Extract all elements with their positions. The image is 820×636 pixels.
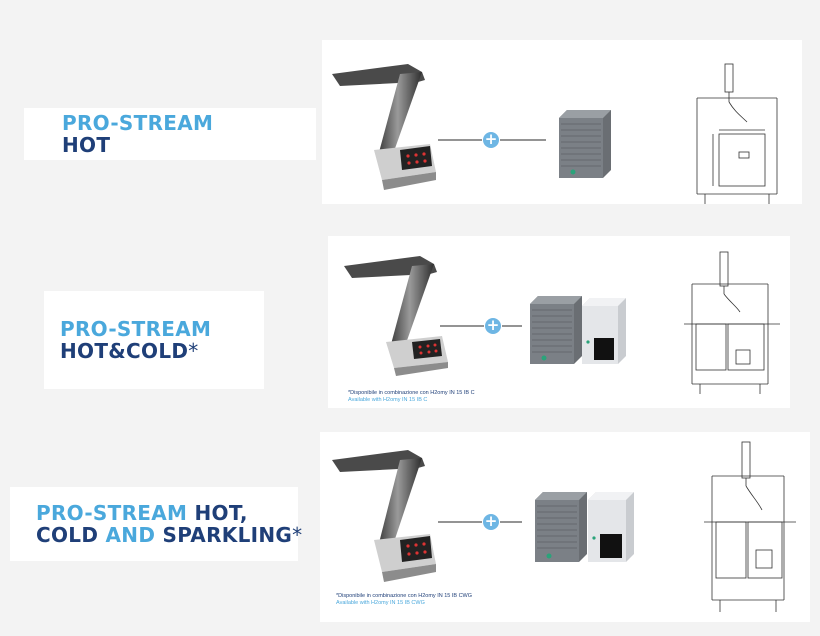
label-hot: HOT: [60, 339, 109, 363]
water-unit-illustration: [535, 492, 587, 562]
installation-diagram: [696, 63, 778, 204]
water-unit-illustration: [530, 296, 582, 364]
connector-line: [438, 514, 522, 530]
label-line-2: HOT: [62, 133, 111, 157]
label-hot: HOT,: [194, 501, 248, 525]
note-english: Available with H2omy IN 15 IB CWG: [336, 600, 425, 606]
installation-diagram: [684, 251, 780, 394]
label-asterisk: *: [188, 339, 199, 363]
connector-line: [438, 132, 546, 148]
water-unit-illustration: [559, 110, 611, 178]
availability-note: *Disponibile in combinazione con H2omy I…: [336, 593, 472, 607]
installation-diagram: [704, 441, 796, 612]
plus-icon: +: [486, 316, 500, 334]
note-italian: *Disponibile in combinazione con H2omy I…: [348, 390, 475, 396]
cooler-unit-illustration: [588, 492, 634, 562]
label-sparkling: SPARKLING: [162, 523, 293, 547]
label-cold: COLD: [126, 339, 189, 363]
label-line-1: PRO-STREAM HOT,: [36, 502, 298, 524]
label-line-2: HOT&COLD*: [60, 340, 264, 362]
note-italian: *Disponibile in combinazione con H2omy I…: [336, 593, 473, 599]
label-pro-stream-hot: PRO-STREAM HOT: [24, 108, 316, 160]
label-line-1: PRO-STREAM: [60, 317, 212, 341]
faucet-illustration: [344, 256, 448, 376]
faucet-illustration: [332, 64, 436, 190]
label-pro-stream-hot-cold: PRO-STREAM HOT&COLD*: [44, 291, 264, 389]
label-and: AND: [105, 523, 156, 547]
note-english: Available with H2omy IN 15 IB C: [348, 397, 428, 403]
cooler-unit-illustration: [582, 298, 626, 364]
label-pro-stream-hot-cold-sparkling: PRO-STREAM HOT, COLD AND SPARKLING*: [10, 487, 302, 561]
plus-icon: +: [484, 512, 498, 530]
label-pro-stream: PRO-STREAM: [36, 501, 188, 525]
label-ampersand: &: [108, 339, 127, 363]
label-asterisk: *: [292, 523, 303, 547]
plus-icon: +: [484, 130, 498, 148]
connector-line: [440, 318, 522, 334]
label-line-1: PRO-STREAM: [62, 111, 214, 135]
label-cold: COLD: [36, 523, 99, 547]
faucet-illustration: [332, 450, 436, 582]
availability-note: *Disponibile in combinazione con H2omy I…: [348, 390, 475, 404]
label-line-2: COLD AND SPARKLING*: [36, 523, 302, 547]
